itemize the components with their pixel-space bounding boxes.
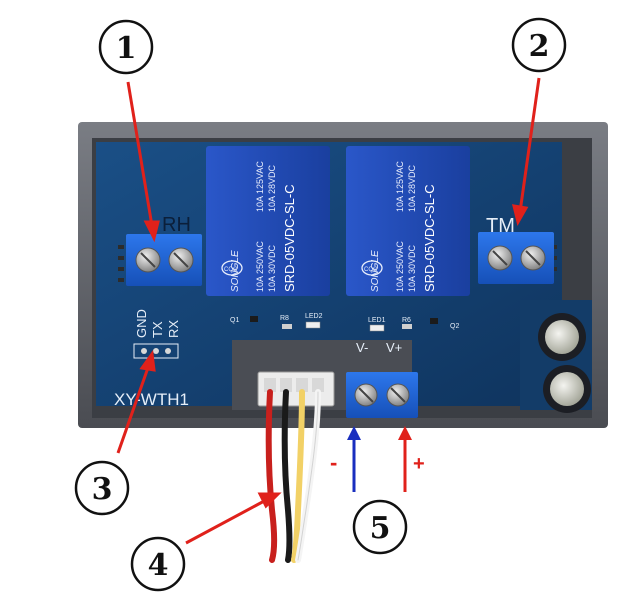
polarity-plus: +	[413, 453, 425, 475]
relay-2-brand: SONGLE	[370, 250, 381, 292]
relay-2-rating-30: 10A 30VDC	[407, 244, 417, 292]
polarity-minus: -	[330, 450, 337, 475]
pin-label-tx: TX	[150, 321, 165, 338]
relay-2-rating-125: 10A 125VAC	[395, 161, 405, 212]
relay-2-model: SRD-05VDC-SL-C	[422, 184, 437, 292]
callout-circles: 1 2 3 4 5	[74, 17, 567, 592]
capacitors	[538, 313, 591, 413]
relay-2-rating-28: 10A 28VDC	[407, 164, 417, 212]
callout-arrows	[116, 77, 541, 545]
pin-label-rx: RX	[166, 320, 181, 338]
sensor-wires	[265, 389, 321, 563]
relay-1-rating-30: 10A 30VDC	[267, 244, 277, 292]
arrow-1	[126, 81, 154, 227]
terminal-block-rh	[126, 234, 202, 286]
silk-led1: LED1	[368, 317, 386, 324]
svg-text:5: 5	[370, 511, 391, 546]
callout-2: 2	[511, 17, 567, 73]
relay-2-cqc-logo	[361, 260, 383, 276]
svg-text:1: 1	[116, 31, 137, 66]
svg-text:3: 3	[92, 472, 113, 507]
callout-4: 4	[130, 536, 186, 592]
relay-2-cqc: CQC	[364, 267, 378, 273]
label-tm: TM	[486, 215, 515, 237]
relay-1-rating-125: 10A 125VAC	[255, 161, 265, 212]
arrow-3	[116, 361, 152, 454]
silk-r6: R6	[402, 317, 411, 324]
svg-text:2: 2	[529, 29, 550, 64]
relay-1-rating-28: 10A 28VDC	[267, 164, 277, 212]
arrow-4	[185, 497, 269, 545]
callout-1: 1	[98, 19, 154, 75]
silk-q2: Q2	[450, 323, 459, 330]
serial-header: GND TX RX	[133, 309, 181, 359]
relay-2-rating-250: 10A 250VAC	[395, 241, 405, 292]
model-label: XY-WTH1	[114, 390, 189, 409]
pin-label-gnd: GND	[134, 309, 149, 338]
silk-vplus: V+	[386, 340, 402, 355]
callout-3: 3	[74, 460, 130, 516]
relay-1-cqc-logo	[221, 260, 243, 276]
silk-led2: LED2	[305, 313, 323, 320]
component-row: Q1 R8 LED2 LED1 R6 Q2	[230, 313, 459, 332]
terminal-block-tm	[478, 232, 554, 284]
relay-1-brand: SONGLE	[230, 250, 241, 292]
relay-2: SONGLE 10A 250VAC 10A 30VDC SRD-05VDC-SL…	[346, 146, 470, 296]
svg-text:4: 4	[148, 548, 169, 583]
silk-q1: Q1	[230, 317, 239, 324]
polarity-arrows: - +	[330, 426, 425, 492]
label-rh: RH	[162, 214, 191, 236]
relay-1-cqc: CQC	[224, 267, 238, 273]
relay-1-rating-250: 10A 250VAC	[255, 241, 265, 292]
silk-vminus: V-	[356, 340, 368, 355]
silk-r8: R8	[280, 315, 289, 322]
left-edge-pins	[118, 245, 124, 282]
arrow-2	[518, 77, 541, 213]
relay-1-model: SRD-05VDC-SL-C	[282, 184, 297, 292]
callout-5: 5	[352, 499, 408, 555]
relay-1: SONGLE 10A 250VAC 10A 30VDC SRD-05VDC-SL…	[206, 146, 330, 296]
terminal-block-power	[346, 372, 418, 418]
